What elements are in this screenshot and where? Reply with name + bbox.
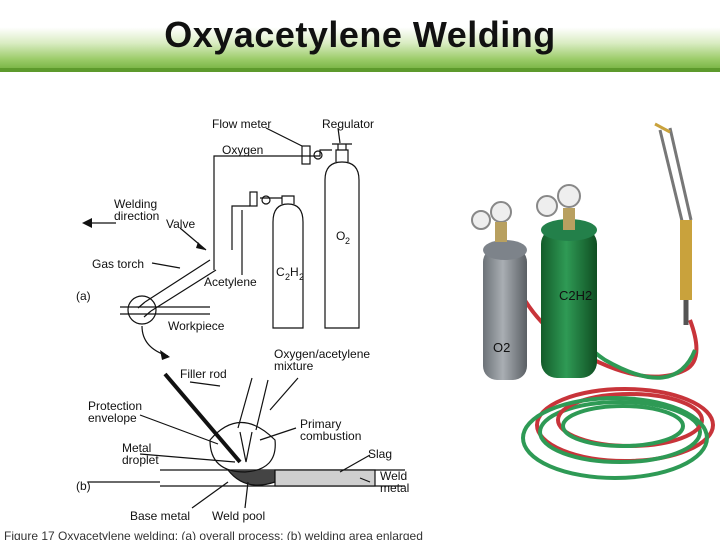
label-o2-sub: 2 <box>345 236 350 246</box>
label-o2-tank: O <box>336 229 345 243</box>
acetylene-gauge <box>261 195 271 205</box>
label-c2h2-2b: 2 <box>299 272 304 282</box>
acetylene-tank-neck <box>281 195 295 204</box>
acetylene-tank <box>272 203 304 329</box>
label-regulator: Regulator <box>322 117 374 131</box>
oxygen-hose <box>213 149 332 270</box>
oxygen-cylinder <box>483 248 527 380</box>
figure-caption: Figure 17 Oxyacetylene welding: (a) over… <box>4 530 423 540</box>
label-c2h2-h: H <box>290 265 299 279</box>
label-workpiece: Workpiece <box>168 319 225 333</box>
label-weld-metal-2: metal <box>380 481 409 495</box>
label-weld-pool: Weld pool <box>212 509 265 523</box>
label-part-b: (b) <box>76 479 91 493</box>
label-protection-2: envelope <box>88 411 137 425</box>
direction-arrowhead <box>82 218 92 228</box>
acetylene-flow-meter <box>249 191 258 207</box>
label-weld-metal-1: Weld <box>380 469 407 483</box>
oxygen-regulator <box>332 143 352 150</box>
label-o2: O2 <box>493 340 510 355</box>
label-primary-1: Primary <box>300 417 341 431</box>
label-protection-1: Protection <box>88 399 142 413</box>
label-filler-rod: Filler rod <box>180 367 227 381</box>
label-mixture-2: mixture <box>274 359 314 373</box>
flame-envelope <box>209 421 276 473</box>
flow-meter-gauge <box>313 150 323 160</box>
weld-pool <box>227 469 276 486</box>
filler-rod <box>163 372 242 464</box>
label-base-metal: Base metal <box>130 509 190 523</box>
label-metal-droplet-1: Metal <box>122 441 151 455</box>
welding-torch <box>654 122 693 325</box>
torch-detail-circle <box>127 295 157 325</box>
label-part-a: (a) <box>76 289 91 303</box>
title-banner: Oxyacetylene Welding <box>0 0 720 72</box>
banner-underline <box>0 68 720 72</box>
regulator-gauges <box>471 184 581 242</box>
torch-nozzle <box>237 377 269 431</box>
label-primary-2: combustion <box>300 429 361 443</box>
primary-cone <box>239 431 253 463</box>
label-valve: Valve <box>166 217 195 231</box>
oxygen-tank-neck <box>335 149 349 162</box>
label-oxygen: Oxygen <box>222 143 263 157</box>
enlarge-arrow <box>141 325 169 357</box>
label-acetylene: Acetylene <box>204 275 257 289</box>
label-c2h2-2a: 2 <box>285 272 290 282</box>
label-c2h2-c: C <box>276 265 285 279</box>
workpiece-plate <box>120 306 210 315</box>
label-c2h2: C2H2 <box>559 288 592 303</box>
slide-title: Oxyacetylene Welding <box>164 14 556 55</box>
slag-layer <box>274 469 376 487</box>
equipment-photo: C2H2 O2 <box>471 122 715 480</box>
flow-meter <box>301 145 311 165</box>
label-mixture-1: Oxygen/acetylene <box>274 347 370 361</box>
gas-torch <box>144 259 217 312</box>
oxygen-tank <box>324 161 360 329</box>
label-metal-droplet-2: droplet <box>122 453 159 467</box>
label-gas-torch: Gas torch <box>92 257 144 271</box>
process-diagram: Flow meter Regulator Oxygen Welding dire… <box>76 117 409 523</box>
label-slag: Slag <box>368 447 392 461</box>
label-flow-meter: Flow meter <box>212 117 271 131</box>
label-welding-direction-2: direction <box>114 209 159 223</box>
label-welding-direction-1: Welding <box>114 197 157 211</box>
acetylene-cylinder <box>541 228 597 378</box>
